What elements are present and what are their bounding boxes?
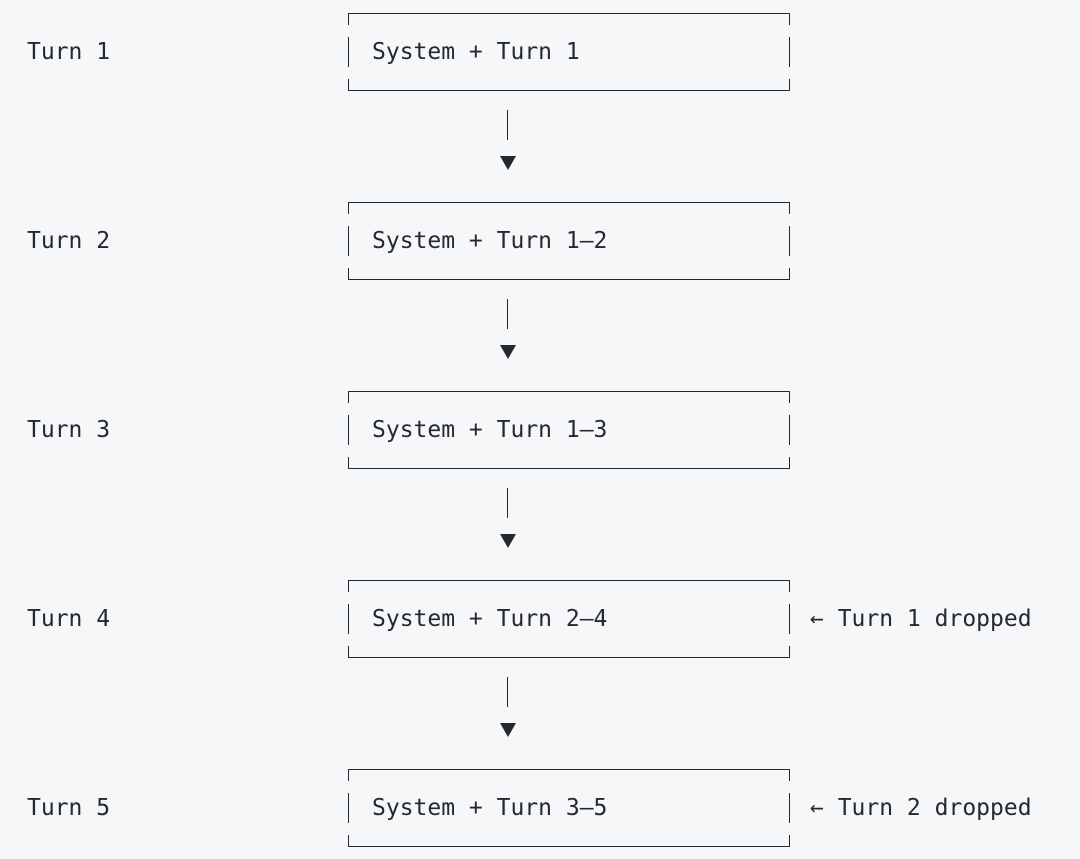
dropped-note: ← Turn 2 dropped xyxy=(810,795,1032,821)
step-row: Turn 4 System + Turn 2–4 ← Turn 1 droppe… xyxy=(0,580,1080,658)
step-row: Turn 1 System + Turn 1 xyxy=(0,13,1080,91)
down-arrow-icon xyxy=(496,677,520,747)
step-row: Turn 5 System + Turn 3–5 ← Turn 2 droppe… xyxy=(0,769,1080,847)
down-arrow-icon xyxy=(496,299,520,369)
down-arrow-icon xyxy=(496,488,520,558)
context-box: System + Turn 2–4 xyxy=(348,580,790,658)
context-box-label: System + Turn 1 xyxy=(372,39,580,65)
turn-label: Turn 4 xyxy=(27,606,111,632)
context-box: System + Turn 3–5 xyxy=(348,769,790,847)
turn-label: Turn 3 xyxy=(27,417,111,443)
context-box-label: System + Turn 1–3 xyxy=(372,417,608,443)
context-box: System + Turn 1–3 xyxy=(348,391,790,469)
turn-label: Turn 1 xyxy=(27,39,111,65)
context-box-label: System + Turn 1–2 xyxy=(372,228,608,254)
context-box-label: System + Turn 2–4 xyxy=(372,606,608,632)
context-box-label: System + Turn 3–5 xyxy=(372,795,608,821)
context-box: System + Turn 1–2 xyxy=(348,202,790,280)
dropped-note: ← Turn 1 dropped xyxy=(810,606,1032,632)
turn-label: Turn 5 xyxy=(27,795,111,821)
context-box: System + Turn 1 xyxy=(348,13,790,91)
turn-label: Turn 2 xyxy=(27,228,111,254)
down-arrow-icon xyxy=(496,110,520,180)
step-row: Turn 2 System + Turn 1–2 xyxy=(0,202,1080,280)
step-row: Turn 3 System + Turn 1–3 xyxy=(0,391,1080,469)
